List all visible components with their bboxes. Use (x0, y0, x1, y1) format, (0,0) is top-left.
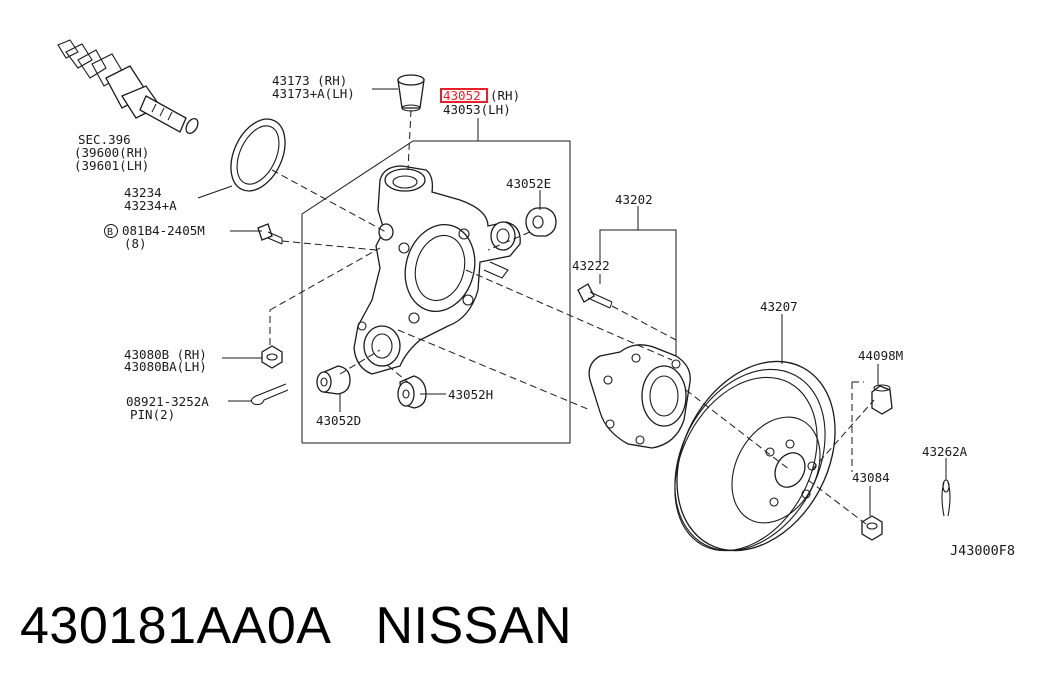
label-rotor: 43207 (760, 299, 798, 314)
label-pin-2: PIN(2) (130, 407, 175, 422)
part-number: 430181AA0A (20, 597, 332, 655)
bolt-marker-circle (104, 224, 118, 238)
grease-cap (871, 384, 893, 415)
label-driveshaft-1: SEC.396 (78, 132, 131, 147)
bushing-h (397, 375, 427, 409)
hub-bolt (577, 283, 613, 309)
label-nut-1: 43080B (RH) (124, 347, 207, 362)
part-labels: 43173 (RH) 43173+A(LH) 43052 (RH) 43053(… (74, 73, 1015, 559)
castle-nut (261, 345, 283, 369)
brand-name: NISSAN (375, 597, 573, 655)
label-cap: 44098M (858, 348, 903, 363)
assembly-lines (269, 109, 875, 525)
exploded-parts-diagram: 43173 (RH) 43173+A(LH) 43052 (RH) 43053(… (57, 39, 1015, 559)
label-bush-d: 43052D (316, 413, 361, 428)
bushing-d (316, 365, 351, 395)
label-pin-1: 08921-3252A (126, 394, 209, 409)
drive-shaft (57, 39, 199, 135)
diagram-code: J43000F8 (950, 543, 1015, 559)
label-bolt-1: 081B4-2405M (122, 223, 205, 238)
label-hub-bolt: 43222 (572, 258, 610, 273)
label-cotter: 43262A (922, 444, 968, 459)
label-bush-e: 43052E (506, 176, 551, 191)
brake-rotor (674, 360, 836, 552)
label-seal-1: 43234 (124, 185, 162, 200)
label-driveshaft-3: (39601(LH) (74, 158, 149, 173)
label-hub: 43202 (615, 192, 653, 207)
hub-assembly (588, 344, 691, 449)
label-bushing-top-2: 43173+A(LH) (272, 86, 355, 101)
label-bolt-2: (8) (124, 236, 147, 251)
highlight-box (440, 88, 488, 103)
label-bolt-prefix: B (107, 227, 113, 238)
label-knuckle-2: 43053(LH) (443, 102, 511, 117)
knuckle-group-frame (301, 140, 571, 444)
label-bushing-top-1: 43173 (RH) (272, 73, 347, 88)
cotter-pin-right (941, 479, 951, 517)
mounting-bolt (257, 223, 283, 245)
top-bushing (397, 74, 425, 112)
label-knuckle-highlighted: 43052 (443, 88, 481, 103)
bushing-e (525, 207, 557, 237)
lock-nut (861, 515, 883, 541)
label-nut-2: 43080BA(LH) (124, 359, 207, 374)
seal-ring (230, 118, 286, 192)
steering-knuckle (353, 165, 521, 375)
label-driveshaft-2: (39600(RH) (74, 145, 149, 160)
part-caption: 430181AA0A NISSAN (20, 596, 572, 656)
label-knuckle-side: (RH) (490, 88, 520, 103)
label-lock-nut: 43084 (852, 470, 890, 485)
leader-lines (197, 88, 947, 516)
label-seal-2: 43234+A (124, 198, 177, 213)
label-bush-h: 43052H (448, 387, 493, 402)
cotter-pin-left (250, 383, 289, 406)
